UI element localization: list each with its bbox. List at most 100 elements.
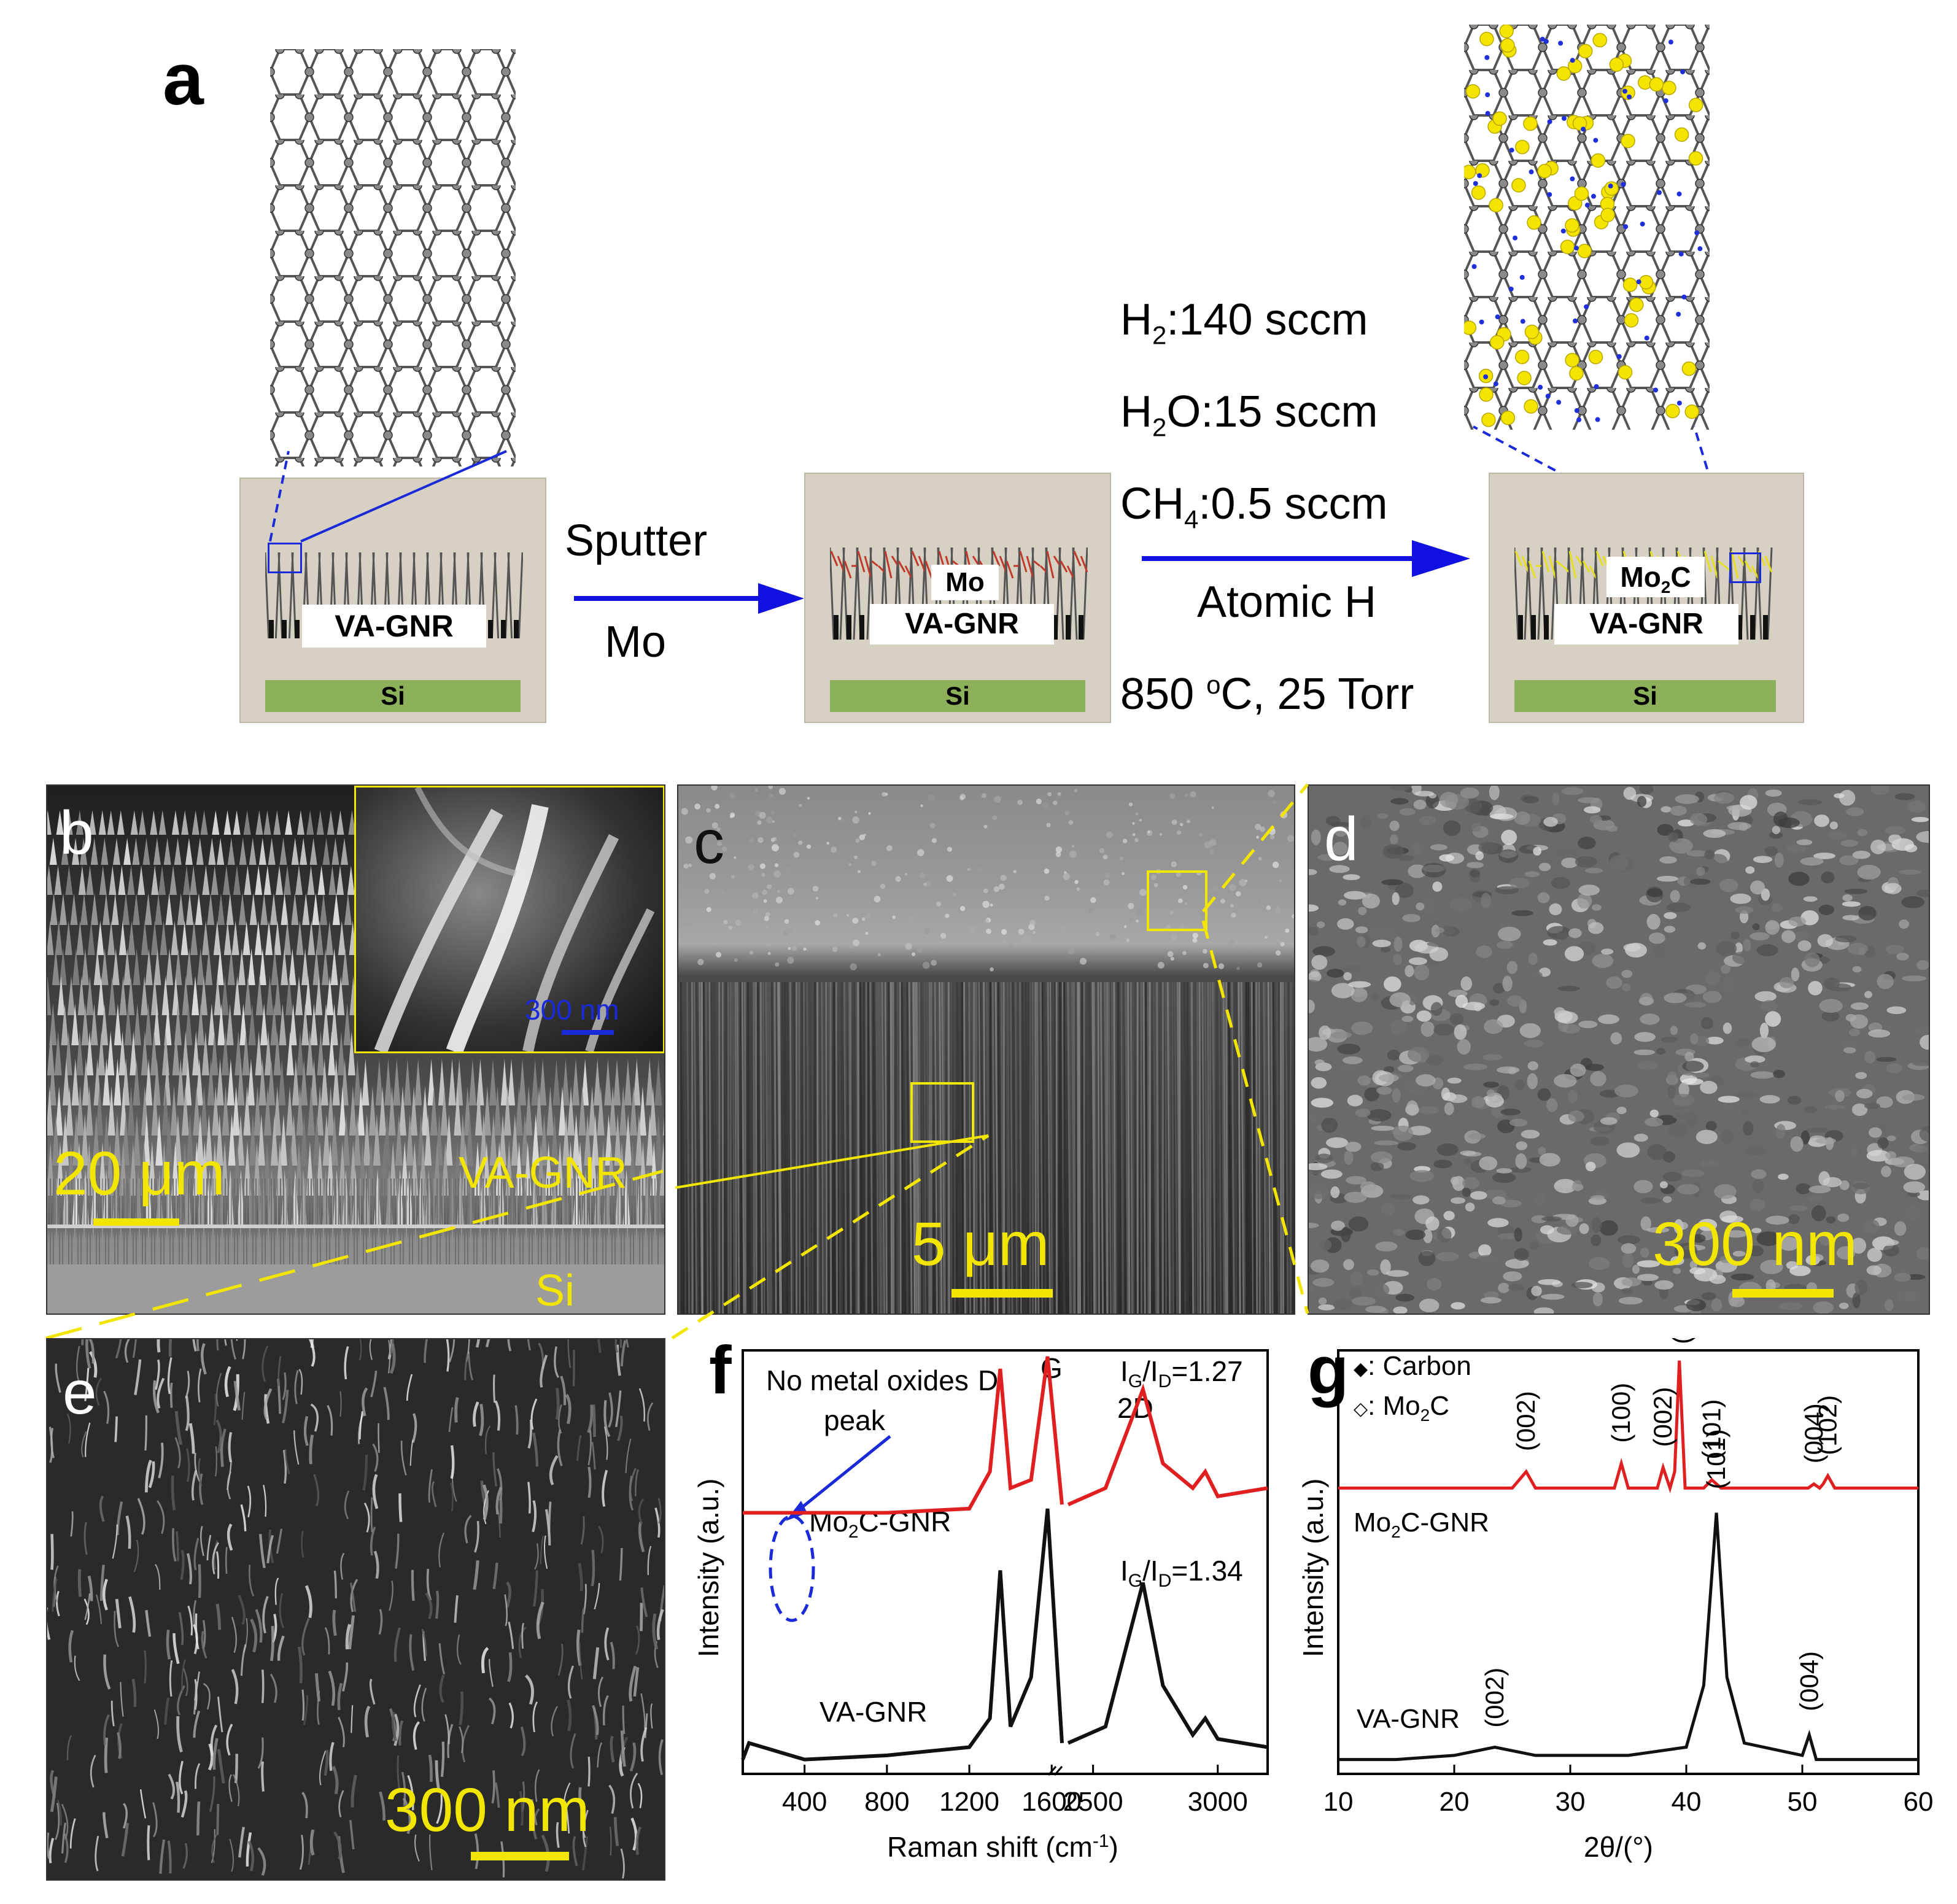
pore-feature [1638,996,1654,1005]
surface-grain [1046,822,1051,827]
pore-feature [1390,834,1398,845]
nanoribbon-spike [185,1004,193,1045]
surface-grain [852,918,859,924]
fiber-strand [131,1678,137,1707]
coating-fleck [843,560,852,579]
nanoribbon-spike [65,865,73,895]
fiber-strand [114,1416,118,1442]
bond-dot [1680,69,1686,75]
peak-label: (101) [1667,1338,1695,1344]
pore-feature [1330,822,1352,827]
nanoribbon-spike [150,976,158,1015]
coating-fleck [871,560,878,567]
nanoribbon-spike [90,1004,98,1045]
nanoribbon-spike [223,921,231,955]
surface-grain [754,788,758,792]
fiber-strand [540,1535,544,1565]
surface-grain [749,838,754,844]
nanoribbon-spike [47,921,54,955]
mo-atom [1524,399,1538,414]
pore-feature [1511,910,1533,916]
fiber-strand [241,1391,246,1420]
surface-grain [685,836,693,844]
x-tick-label: 50 [1788,1787,1818,1817]
cross-section-striation [1204,981,1209,1314]
fiber-strand [519,1791,524,1826]
cross-section-striation [762,981,765,1314]
nanoribbon-spike [330,1114,338,1166]
cross-section-striation [822,981,826,1314]
nanoribbon-spike [239,838,247,865]
nanoribbon-spike [77,976,85,1015]
cross-section-striation [818,981,821,1314]
fiber-strand [228,1432,233,1463]
bond-dot [1520,319,1525,324]
bond-dot [1626,94,1632,99]
surface-grain [1124,925,1127,928]
pore-feature [1640,1216,1651,1231]
pore-feature [1591,1195,1605,1201]
nanoribbon-spike [562,1114,570,1166]
pore-feature [1695,1035,1710,1047]
surface-grain [1184,793,1188,797]
surface-grain [784,919,789,924]
surface-grain [774,863,779,867]
pore-feature [1351,987,1368,1002]
pore-feature [1397,1142,1416,1151]
pore-feature [1393,1306,1408,1314]
pore-feature [1700,1159,1719,1167]
mo-atom [1511,178,1526,193]
pore-feature [1351,1296,1376,1306]
fiber-strand [495,1487,503,1515]
fiber-strand [564,1801,570,1834]
pore-feature [1392,1088,1401,1103]
cross-section-striation [1107,981,1112,1314]
pore-feature [1866,1265,1882,1275]
pore-feature [1736,1038,1751,1047]
fiber-strand [491,1770,495,1804]
pore-feature [1790,1136,1804,1152]
mo-atom [1537,164,1552,179]
pore-feature [1325,1137,1349,1148]
pore-feature [1487,1218,1509,1228]
nanoribbon-spike [190,921,198,955]
mo-atom [1649,77,1664,92]
nanoribbon-spike [508,1059,516,1105]
fiber-strand [344,1490,350,1520]
fiber-strand [125,1515,131,1549]
ribbon-line [1743,548,1749,640]
coating-fleck [904,565,913,579]
pore-feature [1598,1014,1619,1024]
surface-grain [799,803,802,807]
nanoribbon-spike [85,1086,93,1136]
coating-fleck [1053,555,1061,567]
fiber-strand [362,1455,368,1491]
coating-fleck [911,551,920,567]
fiber-strand [393,1713,400,1746]
pore-feature [1640,1198,1662,1204]
pore-feature [1765,789,1782,797]
surface-grain [1103,879,1110,886]
surface-grain [759,863,765,869]
panel-c-sem-image: c 5 μm [677,784,1295,1315]
fiber-strand [464,1514,472,1544]
nanoribbon-spike [227,1059,234,1105]
surface-grain [815,920,821,926]
fiber-strand [576,1434,582,1461]
nanoribbon-spike [268,838,276,865]
pore-feature [1476,945,1492,958]
coating-fleck [1582,560,1591,573]
nanoribbon-spike [268,1059,276,1105]
nanoribbon-spike [196,838,204,865]
fiber-strand [333,1570,337,1599]
fiber-strand [120,1682,124,1717]
pore-feature [1753,856,1773,863]
panel-d-scale-label: 300 nm [1653,1210,1858,1279]
nanoribbon-spike [212,810,220,835]
cross-section-striation [1099,981,1104,1314]
cross-section-striation [747,981,750,1314]
fiber-strand [216,1339,219,1351]
pore-feature [1433,1023,1455,1036]
nanoribbon-spike [320,1059,328,1105]
pore-feature [1864,1102,1880,1110]
